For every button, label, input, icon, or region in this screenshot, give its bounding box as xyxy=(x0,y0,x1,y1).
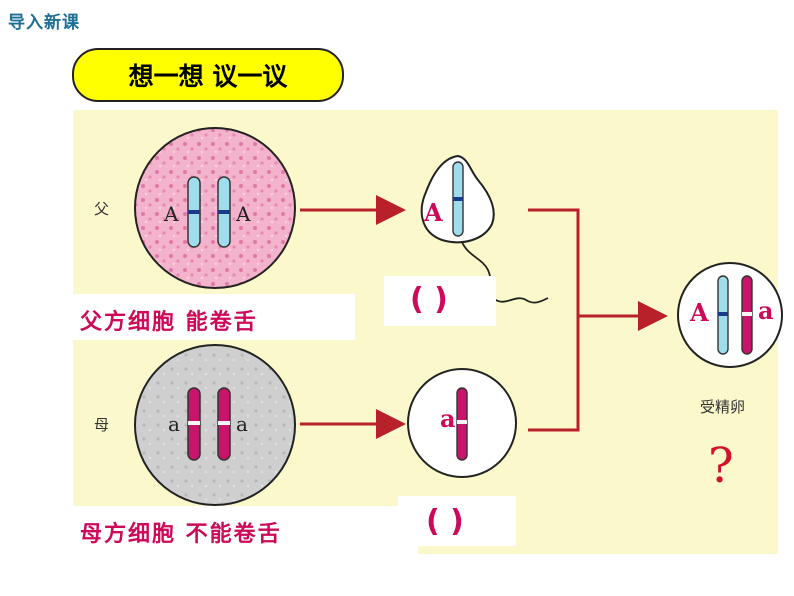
father-cell xyxy=(134,127,296,289)
mother-label: 母 xyxy=(94,416,110,434)
zygote-allele-recessive: a xyxy=(758,296,774,325)
father-allele-left: A xyxy=(164,202,179,226)
egg-answer-box xyxy=(398,496,516,546)
father-label: 父 xyxy=(94,200,110,218)
mother-allele-left: a xyxy=(168,412,180,436)
zygote-label: 受精卵 xyxy=(700,398,746,416)
sperm-tail xyxy=(461,241,549,304)
zygote-cell xyxy=(677,262,783,368)
sperm-answer-bracket: ( ) xyxy=(410,282,448,317)
father-cell-caption: 父方细胞 能卷舌 xyxy=(80,310,258,335)
discussion-banner: 想一想 议一议 xyxy=(72,48,344,102)
discussion-banner-text: 想一想 议一议 xyxy=(128,62,288,91)
zygote-centromere-dominant xyxy=(718,312,728,316)
father-centromere-left xyxy=(188,210,200,214)
mother-centromere-left xyxy=(188,421,200,425)
egg-answer-bracket: ( ) xyxy=(426,504,464,539)
mother-cell xyxy=(134,344,296,506)
section-header: 导入新课 xyxy=(8,13,80,33)
mother-caption-box xyxy=(73,506,418,554)
zygote-allele-dominant: A xyxy=(690,298,709,327)
question-mark: ? xyxy=(708,438,734,494)
fertilization-connector xyxy=(528,208,580,432)
sperm-allele: A xyxy=(424,198,443,227)
mother-allele-right: a xyxy=(236,412,248,436)
father-allele-right: A xyxy=(236,202,251,226)
sperm-answer-box xyxy=(384,276,496,326)
father-centromere-right xyxy=(218,210,230,214)
father-caption-box xyxy=(73,294,355,340)
zygote-centromere-recessive xyxy=(742,312,752,316)
mother-cell-caption: 母方细胞 不能卷舌 xyxy=(80,522,282,547)
egg-centromere xyxy=(457,420,467,424)
egg-allele: a xyxy=(440,404,456,433)
sperm-centromere xyxy=(453,197,463,201)
mother-centromere-right xyxy=(218,421,230,425)
